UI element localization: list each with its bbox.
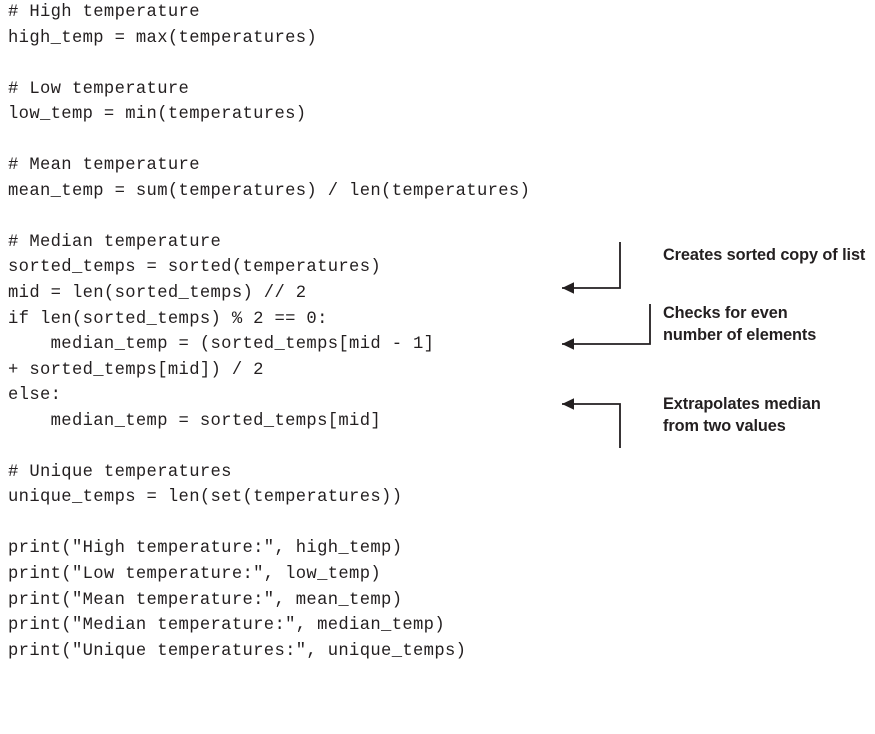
code-line: print("High temperature:", high_temp) — [8, 539, 403, 559]
code-line — [8, 51, 530, 77]
code-line: print("Mean temperature:", mean_temp) — [8, 590, 403, 610]
code-line: print("Median temperature:", median_temp… — [8, 616, 445, 636]
code-line — [8, 128, 530, 154]
code-line — [8, 434, 530, 460]
code-line — [8, 204, 530, 230]
annotation-extrapolate-median: Extrapolates median from two values — [663, 395, 821, 435]
code-line: print("Low temperature:", low_temp) — [8, 565, 382, 585]
code-line: # High temperature — [8, 3, 200, 22]
code-line: median_temp = sorted_temps[mid] — [8, 411, 382, 431]
code-line — [8, 511, 530, 537]
leader-line-even-check — [548, 300, 668, 360]
code-line: low_temp = min(temperatures) — [8, 105, 307, 125]
code-line: # Mean temperature — [8, 156, 200, 176]
code-line: # Median temperature — [8, 232, 222, 252]
code-line: print("Unique temperatures:", unique_tem… — [8, 641, 467, 661]
annotation-sorted-copy: Creates sorted copy of list — [663, 246, 866, 264]
code-line: median_temp = (sorted_temps[mid - 1] — [8, 335, 435, 355]
code-line: sorted_temps = sorted(temperatures) — [8, 258, 382, 278]
python-code-block: # High temperature high_temp = max(temper… — [8, 0, 530, 664]
leader-line-sorted-copy — [548, 240, 638, 300]
code-line: mid = len(sorted_temps) // 2 — [8, 284, 307, 304]
code-line: if len(sorted_temps) % 2 == 0: — [8, 309, 328, 329]
code-line: + sorted_temps[mid]) / 2 — [8, 360, 264, 380]
code-line: high_temp = max(temperatures) — [8, 28, 318, 48]
leader-line-extrapolate-median — [548, 392, 638, 462]
code-line: mean_temp = sum(temperatures) / len(temp… — [8, 181, 531, 201]
code-line: unique_temps = len(set(temperatures)) — [8, 488, 403, 508]
annotation-even-check: Checks for even number of elements — [663, 304, 817, 344]
code-line: # Unique temperatures — [8, 462, 232, 482]
code-line: else: — [8, 386, 62, 406]
code-line: # Low temperature — [8, 79, 190, 99]
